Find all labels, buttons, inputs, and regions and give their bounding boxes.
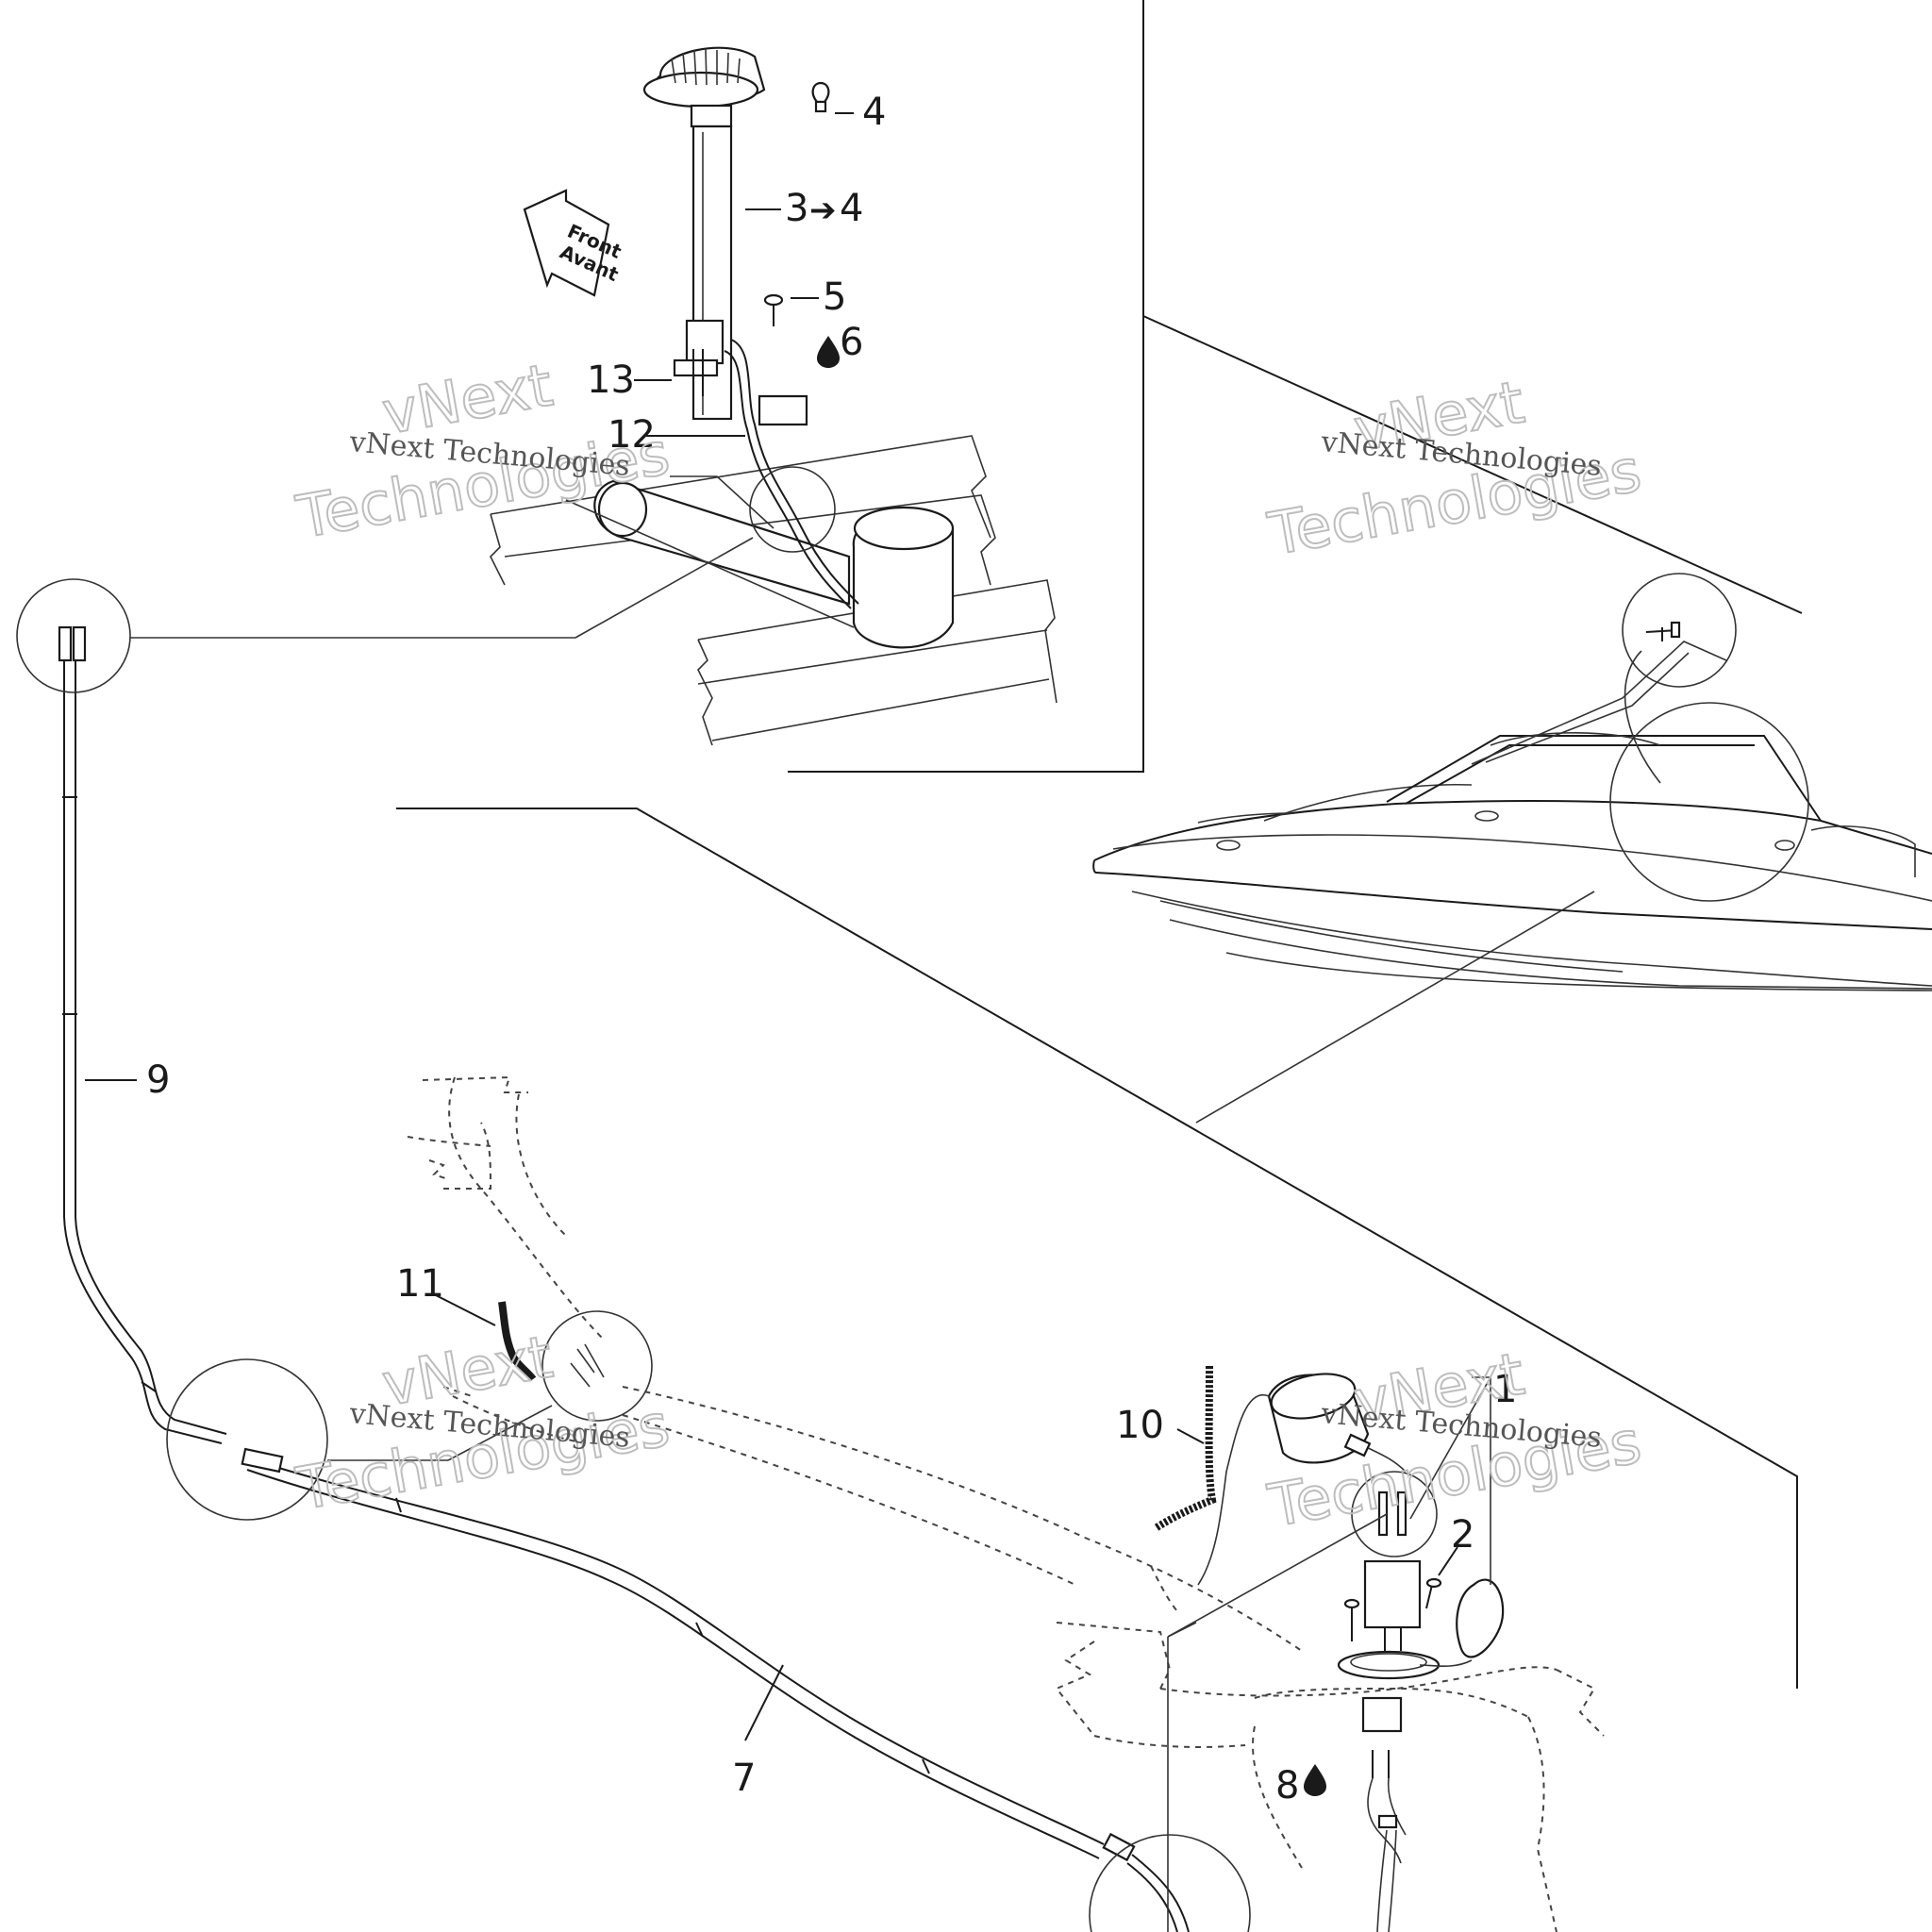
callout-3: 3 [785, 187, 808, 230]
callout-2: 2 [1451, 1513, 1474, 1557]
callout-7: 7 [732, 1757, 756, 1800]
detail-circles [16, 578, 1251, 1932]
drop-icon [1304, 1764, 1326, 1796]
wire-loom-icon [1153, 1365, 1217, 1532]
bulb-icon [811, 81, 830, 113]
callout-1: 1 [1493, 1368, 1517, 1411]
main-panel-frame [396, 808, 1798, 1689]
callout-11: 11 [396, 1262, 444, 1306]
callout-9: 9 [146, 1058, 170, 1102]
screw-icon [763, 293, 784, 326]
callout-5: 5 [823, 275, 846, 319]
callout-3-range-end: 4 [840, 187, 863, 230]
front-direction-arrow: Front Avant [523, 189, 625, 297]
callout-13: 13 [587, 358, 635, 402]
callout-6: 6 [840, 321, 863, 364]
wire-harness [58, 625, 1190, 1932]
watermark-bottom-left: vNext Technologies vNext Technologies [291, 1321, 675, 1524]
leader-lines-bottom [85, 1079, 1491, 1741]
boat-illustration [1092, 573, 1932, 1124]
hull-outline [407, 1075, 1605, 1932]
callout-labels: 4 3 ➔ 4 5 6 13 12 9 11 10 1 2 7 8 [146, 91, 1517, 1807]
clamp-icon [673, 349, 719, 396]
drop-icon [817, 336, 840, 368]
callout-3-arrow: ➔ [809, 192, 837, 229]
leader-lines-top [130, 112, 854, 639]
watermark-top-right: vNext Technologies vNext Technologies [1262, 366, 1647, 570]
callout-12: 12 [608, 413, 656, 457]
callout-4-top: 4 [862, 91, 886, 134]
deck-boards [490, 435, 1058, 746]
callout-8: 8 [1275, 1764, 1299, 1807]
inset-frame [788, 0, 1803, 773]
courtesy-light-assembly [1167, 1373, 1505, 1932]
callout-10: 10 [1116, 1404, 1164, 1447]
grommet-icon [498, 1301, 605, 1388]
